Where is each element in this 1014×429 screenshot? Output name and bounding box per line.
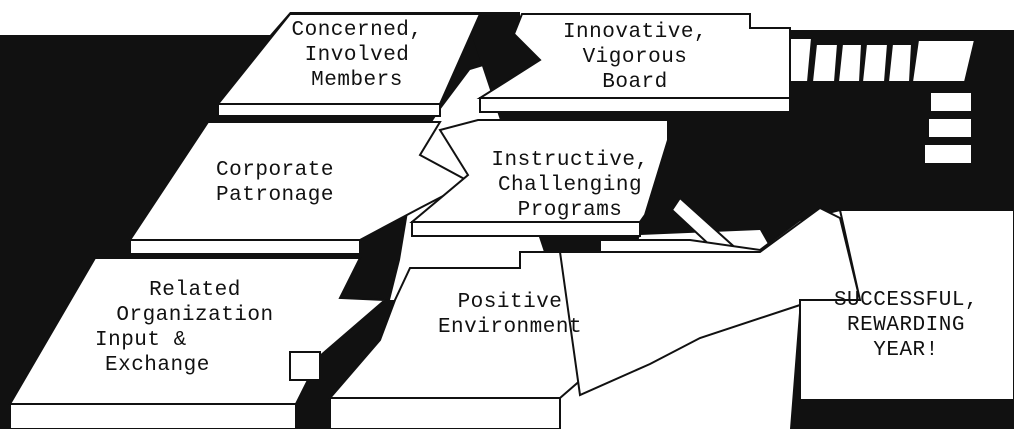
environment-line-2: Environment: [437, 316, 583, 339]
block-board-label: Innovative, Vigorous Board: [540, 20, 730, 95]
block-programs-shape: [409, 119, 742, 264]
block-organization-shape: [8, 257, 388, 429]
organization-line-2: Organization: [116, 304, 274, 327]
organization-line-4: Exchange: [105, 354, 210, 377]
block-goal-label: SUCCESSFUL, REWARDING YEAR!: [816, 288, 996, 363]
goal-line-3: YEAR!: [873, 339, 939, 362]
block-programs-label: Instructive, Challenging Programs: [470, 148, 670, 223]
goal-line-2: REWARDING: [847, 314, 965, 337]
members-line-2: Involved: [304, 44, 410, 67]
organization-line-3: Input &: [95, 329, 187, 352]
board-line-1: Innovative,: [562, 21, 708, 44]
programs-line-3: Programs: [517, 199, 623, 222]
programs-line-2: Challenging: [497, 174, 643, 197]
block-members-label: Concerned, Involved Members: [262, 18, 452, 93]
block-board-shape: [476, 13, 791, 113]
patronage-line-1: Corporate: [216, 159, 334, 182]
block-patronage-label: Corporate Patronage: [190, 158, 360, 208]
goal-area: [799, 209, 1014, 409]
environment-line-1: Positive: [457, 291, 563, 314]
block-patronage-shape: [128, 121, 473, 255]
members-line-3: Members: [311, 69, 403, 92]
board-line-2: Vigorous: [582, 46, 688, 69]
block-environment-label: Positive Environment: [425, 290, 595, 340]
organization-line-1: Related: [149, 279, 241, 302]
programs-line-1: Instructive,: [491, 149, 649, 172]
block-members-shape: [215, 13, 482, 117]
block-organization-label: Related Organization Input & Exchange: [95, 278, 295, 378]
members-line-1: Concerned,: [291, 19, 423, 42]
board-line-3: Board: [602, 71, 668, 94]
goal-line-1: SUCCESSFUL,: [833, 289, 979, 312]
patronage-line-2: Patronage: [216, 184, 334, 207]
